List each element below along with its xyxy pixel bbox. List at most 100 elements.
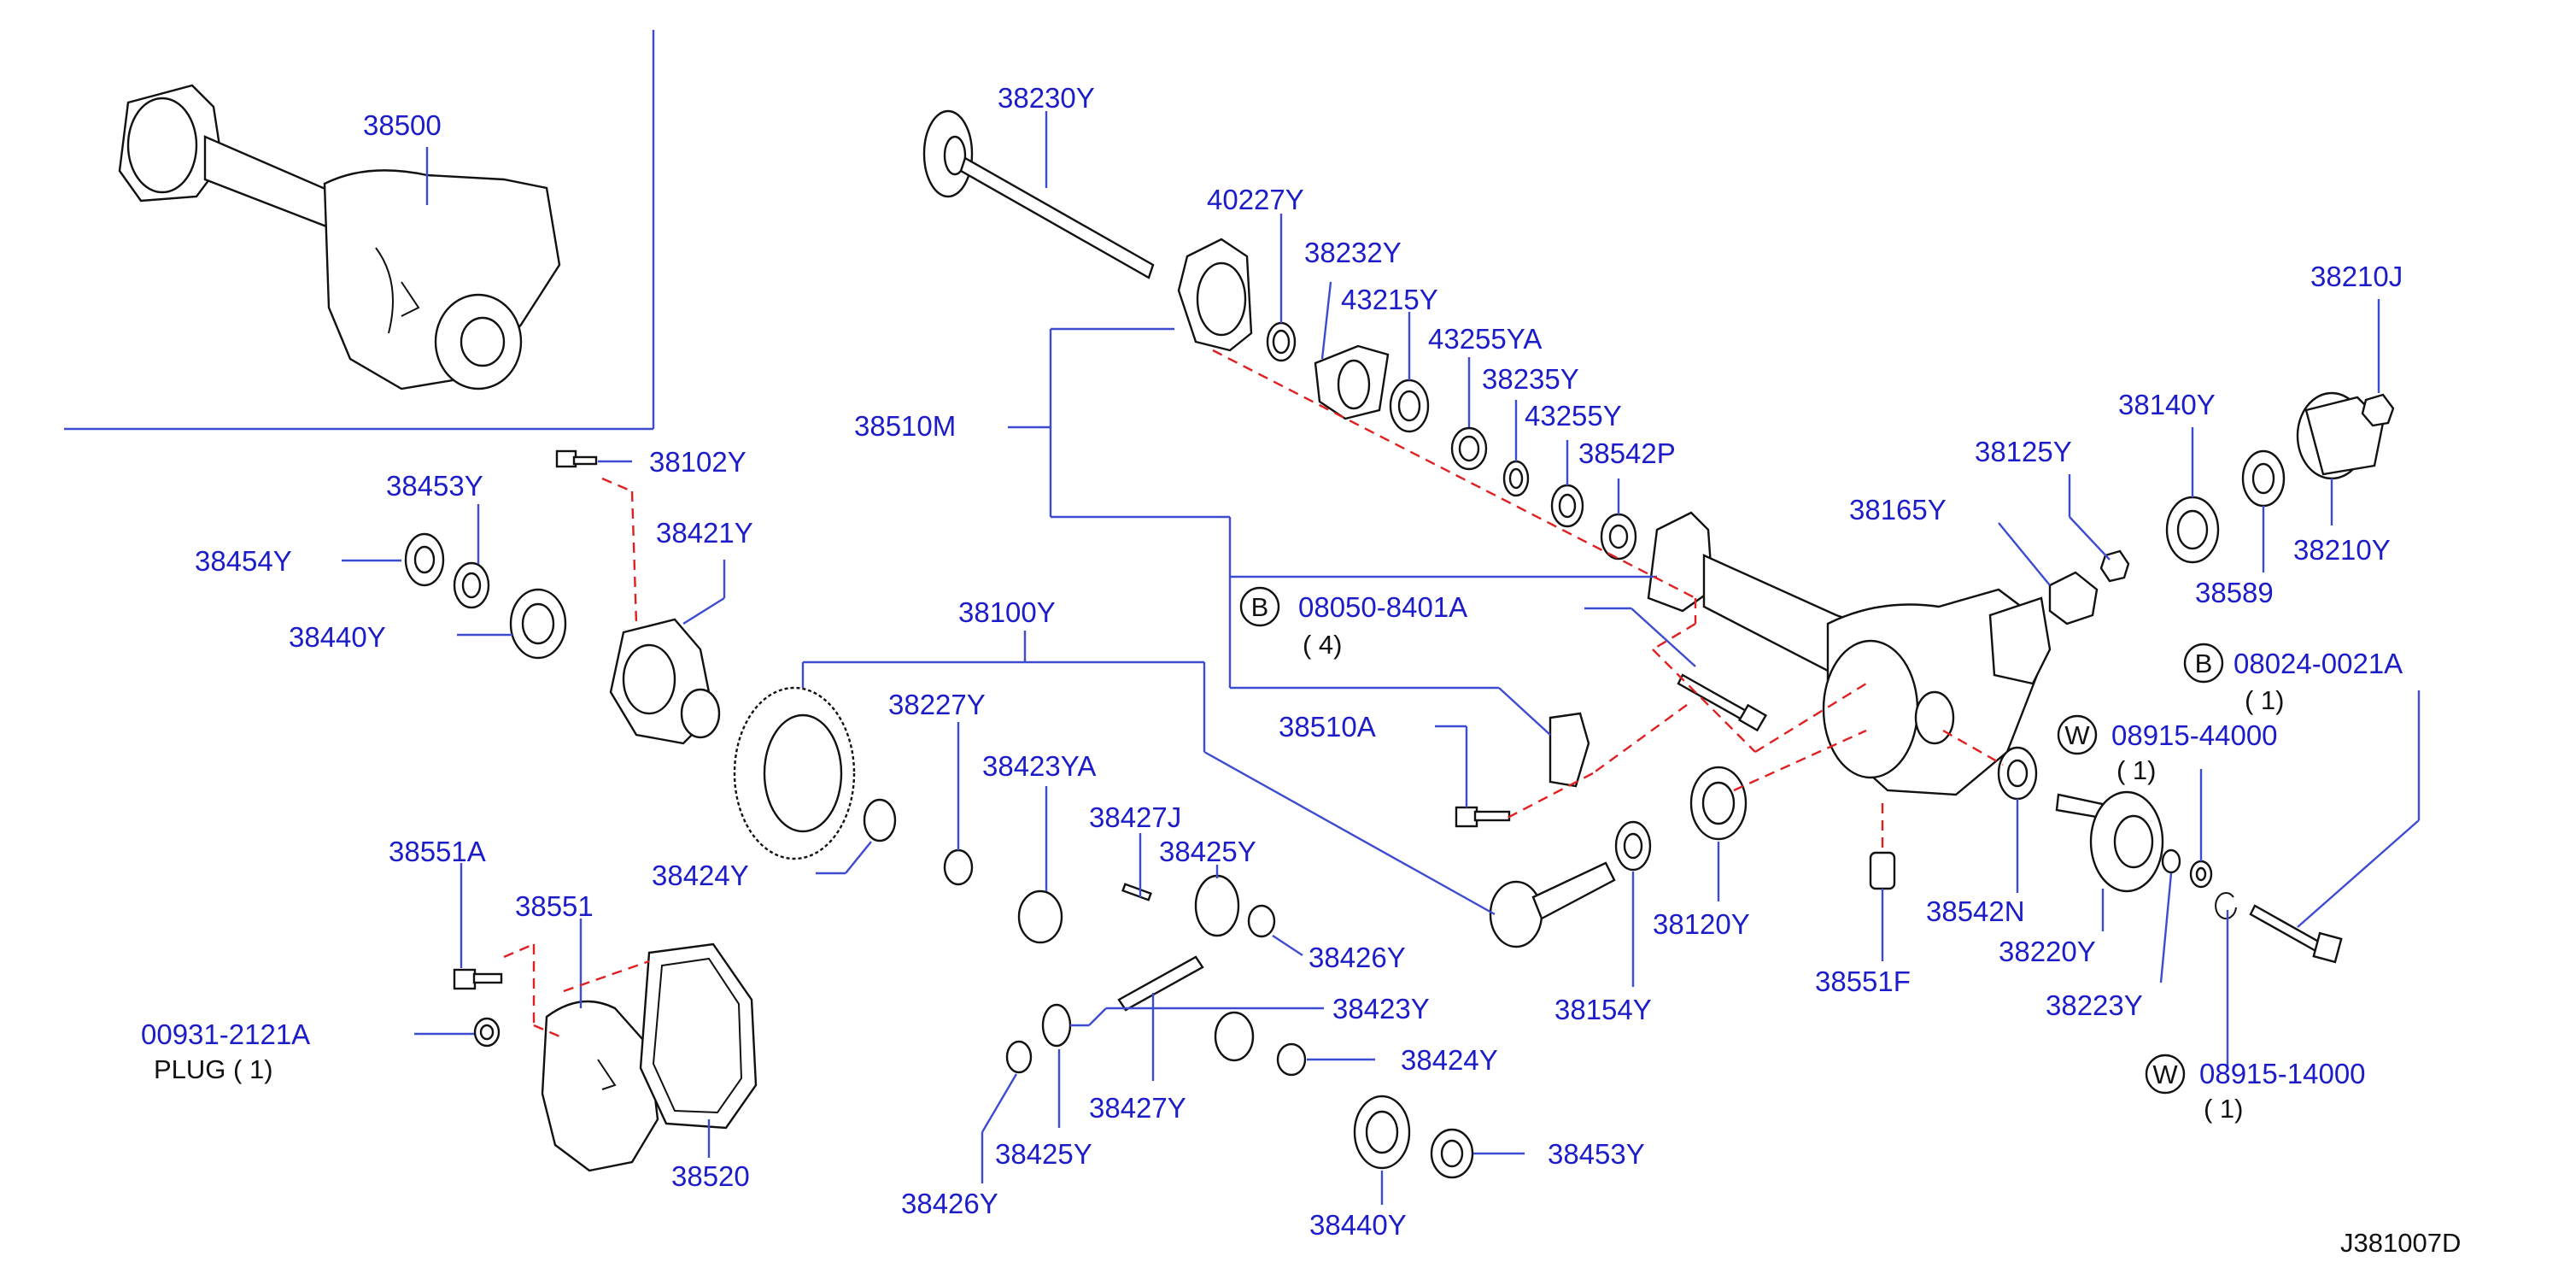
label-38453Y-lower[interactable]: 38453Y bbox=[1548, 1138, 1645, 1170]
label-38426Y-lower[interactable]: 38426Y bbox=[901, 1188, 998, 1219]
label-38440Y-lower[interactable]: 38440Y bbox=[1309, 1209, 1407, 1241]
label-08024-0021A[interactable]: 08024-0021A bbox=[2234, 648, 2403, 679]
label-43255Y[interactable]: 43255Y bbox=[1525, 400, 1622, 431]
flange-nut-drawing bbox=[2361, 393, 2395, 427]
b-marker-2: B bbox=[2183, 643, 2224, 684]
leader-lines bbox=[342, 111, 2421, 1205]
label-38551A[interactable]: 38551A bbox=[389, 836, 486, 867]
qty-08915-14000: ( 1) bbox=[2204, 1094, 2244, 1124]
pinion-bearing-front-drawing bbox=[2165, 496, 2220, 564]
drive-pinion-drawing bbox=[1489, 861, 1616, 948]
label-38453Y-upper[interactable]: 38453Y bbox=[386, 470, 483, 502]
retainer-plate-drawing bbox=[1314, 344, 1390, 420]
svg-text:W: W bbox=[2064, 720, 2090, 750]
label-38235Y[interactable]: 38235Y bbox=[1482, 363, 1579, 395]
oil-seal-drawing bbox=[1600, 513, 1637, 561]
gasket-drawing bbox=[639, 942, 758, 1130]
axle-shaft-drawing bbox=[922, 109, 1155, 279]
label-38551F[interactable]: 38551F bbox=[1815, 966, 1911, 997]
label-38440Y-upper[interactable]: 38440Y bbox=[289, 621, 386, 653]
label-38125Y[interactable]: 38125Y bbox=[1975, 436, 2072, 467]
label-38424Y-upper[interactable]: 38424Y bbox=[652, 860, 749, 891]
washer-drawing bbox=[2215, 892, 2237, 920]
side-shim-lower-drawing bbox=[1430, 1128, 1474, 1179]
wheel-bearing-drawing bbox=[1389, 379, 1430, 433]
label-38165Y[interactable]: 38165Y bbox=[1849, 494, 1947, 525]
qty-08050: ( 4) bbox=[1303, 630, 1343, 660]
small-gear-drawing bbox=[1041, 1003, 1072, 1048]
pinion-outer-bearing-drawing bbox=[1689, 766, 1748, 841]
thrust-washer-drawing bbox=[943, 848, 974, 886]
svg-text:B: B bbox=[2195, 649, 2213, 678]
w-marker-1: W bbox=[2057, 714, 2098, 755]
label-38500[interactable]: 38500 bbox=[363, 109, 442, 141]
label-38230Y[interactable]: 38230Y bbox=[998, 82, 1095, 114]
axle-housing-drawing bbox=[1647, 511, 2052, 796]
svg-text:W: W bbox=[2152, 1060, 2178, 1089]
shim-drawing bbox=[453, 561, 490, 609]
label-38425Y-upper[interactable]: 38425Y bbox=[1159, 836, 1256, 867]
label-40227Y[interactable]: 40227Y bbox=[1207, 184, 1304, 215]
label-38427Y[interactable]: 38427Y bbox=[1089, 1092, 1186, 1124]
label-08915-44000[interactable]: 08915-44000 bbox=[2111, 719, 2278, 751]
label-38423YA[interactable]: 38423YA bbox=[982, 750, 1096, 782]
label-43255YA[interactable]: 43255YA bbox=[1428, 323, 1542, 355]
side-flange-drawing bbox=[2055, 790, 2164, 893]
b-marker-1: B bbox=[1239, 586, 1280, 627]
svg-text:B: B bbox=[1251, 592, 1269, 622]
label-38542P[interactable]: 38542P bbox=[1578, 437, 1676, 469]
label-38220Y[interactable]: 38220Y bbox=[1999, 936, 2096, 967]
ring-gear-drawing bbox=[733, 686, 856, 860]
ring-gear-bolt-drawing bbox=[863, 798, 897, 842]
pinion-mate-gear-drawing bbox=[1017, 889, 1063, 944]
label-38120Y[interactable]: 38120Y bbox=[1653, 908, 1750, 940]
label-38102Y[interactable]: 38102Y bbox=[649, 446, 746, 478]
plug-note: PLUG ( 1) bbox=[154, 1054, 273, 1084]
label-38520[interactable]: 38520 bbox=[671, 1160, 750, 1192]
shaft-seal-ring-drawing bbox=[1266, 321, 1297, 362]
label-38154Y[interactable]: 38154Y bbox=[1554, 994, 1652, 1025]
label-38426Y-upper[interactable]: 38426Y bbox=[1308, 942, 1406, 973]
label-38424Y-lower[interactable]: 38424Y bbox=[1401, 1044, 1498, 1076]
label-38427J[interactable]: 38427J bbox=[1089, 801, 1181, 833]
rear-cover-drawing bbox=[541, 1000, 659, 1172]
qty-08915-44000: ( 1) bbox=[2116, 755, 2157, 785]
label-38223Y[interactable]: 38223Y bbox=[2046, 989, 2143, 1021]
label-38423Y[interactable]: 38423Y bbox=[1332, 993, 1430, 1024]
label-38510M[interactable]: 38510M bbox=[854, 410, 956, 442]
diagram-id: J381007D bbox=[2340, 1228, 2461, 1258]
label-38210Y[interactable]: 38210Y bbox=[2293, 534, 2391, 566]
label-08050-8401A[interactable]: 08050-8401A bbox=[1298, 591, 1467, 623]
bearing-cap-drawing bbox=[1549, 712, 1590, 788]
collar-drawing bbox=[1550, 484, 1584, 528]
label-38140Y[interactable]: 38140Y bbox=[2118, 389, 2216, 420]
label-38100Y[interactable]: 38100Y bbox=[958, 596, 1056, 628]
label-38542N[interactable]: 38542N bbox=[1926, 895, 2025, 927]
companion-flange-drawing bbox=[2296, 391, 2385, 480]
cap-bolt-drawing bbox=[1455, 806, 1511, 828]
label-08915-14000[interactable]: 08915-14000 bbox=[2199, 1058, 2366, 1089]
side-gear-drawing bbox=[1194, 874, 1240, 937]
pinion-spacer-drawing bbox=[2048, 571, 2099, 625]
pinion-mate-drawing bbox=[1214, 1011, 1255, 1062]
label-38589[interactable]: 38589 bbox=[2195, 577, 2274, 608]
label-38454Y[interactable]: 38454Y bbox=[195, 545, 292, 577]
case-bolt-drawing bbox=[555, 449, 598, 468]
part-labels: 38500 38230Y 40227Y 38232Y 43215Y 43255Y… bbox=[141, 82, 2461, 1258]
label-38421Y[interactable]: 38421Y bbox=[656, 517, 753, 549]
differential-case-drawing bbox=[609, 618, 721, 745]
label-38510A[interactable]: 38510A bbox=[1279, 711, 1376, 743]
label-38551[interactable]: 38551 bbox=[515, 890, 594, 922]
label-00931-2121A[interactable]: 00931-2121A bbox=[141, 1019, 310, 1050]
label-38227Y[interactable]: 38227Y bbox=[888, 689, 986, 720]
label-38232Y[interactable]: 38232Y bbox=[1304, 237, 1402, 268]
label-43215Y[interactable]: 43215Y bbox=[1341, 284, 1438, 315]
cross-pin-drawing bbox=[1117, 955, 1204, 1012]
spacer-drawing bbox=[1502, 460, 1530, 497]
backing-plate-drawing bbox=[1177, 238, 1253, 352]
label-38210J[interactable]: 38210J bbox=[2310, 261, 2403, 292]
mate-washer-drawing bbox=[1276, 1042, 1307, 1077]
side-gear-washer-drawing bbox=[1247, 904, 1276, 938]
qty-08024: ( 1) bbox=[2245, 685, 2285, 715]
label-38425Y-lower[interactable]: 38425Y bbox=[995, 1138, 1092, 1170]
